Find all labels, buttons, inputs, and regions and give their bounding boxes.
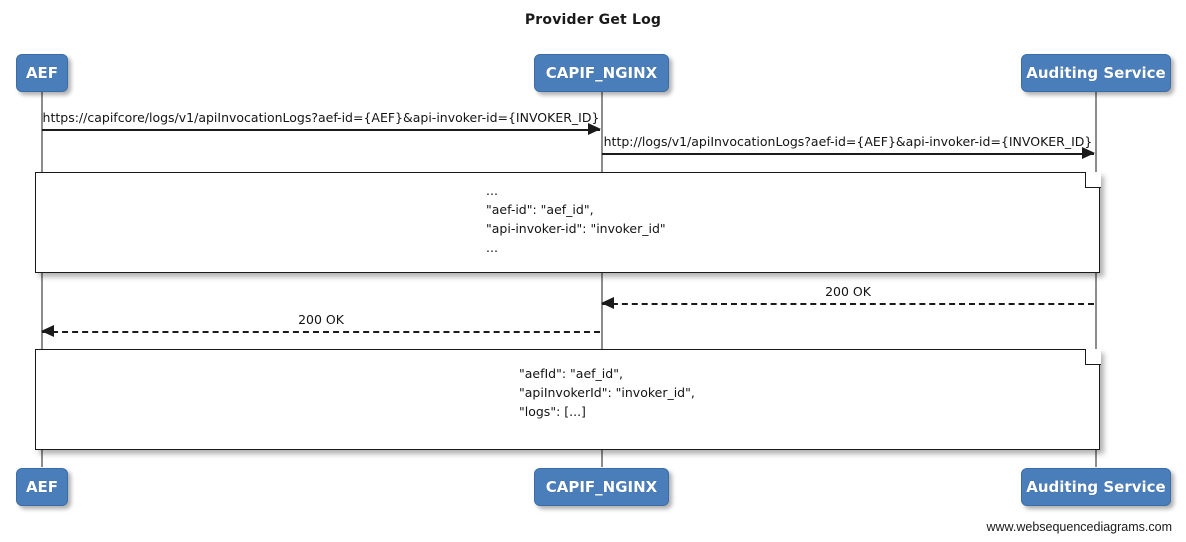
message-1-label: https://capifcore/logs/v1/apiInvocationL… (42, 110, 600, 125)
note-fold-corner-icon (1084, 171, 1101, 188)
message-line (602, 153, 1094, 155)
participant-label: AEF (25, 64, 59, 82)
lifeline-capif-nginx (601, 92, 603, 467)
arrow-head-left-icon (601, 297, 614, 309)
diagram-title: Provider Get Log (524, 12, 662, 28)
participant-aef-top[interactable]: AEF (16, 54, 68, 92)
participant-capif-nginx-bottom[interactable]: CAPIF_NGINX (534, 468, 669, 506)
participant-label: CAPIF_NGINX (545, 64, 658, 82)
lifeline-aef (41, 92, 43, 467)
participant-auditing-service-bottom[interactable]: Auditing Service (1021, 468, 1171, 506)
note-fold-corner-icon (1084, 348, 1101, 365)
arrow-head-right-icon (1082, 147, 1095, 159)
participant-aef-bottom[interactable]: AEF (16, 468, 68, 506)
participant-label: Auditing Service (1026, 478, 1166, 496)
message-line (602, 303, 1094, 305)
message-4-label: 200 OK (298, 312, 344, 327)
note-2-text: "aefId": "aef_id", "apiInvokerId": "invo… (519, 366, 695, 419)
watermark-footer: www.websequencediagrams.com (986, 520, 1172, 534)
arrow-head-right-icon (588, 123, 601, 135)
note-1-text: ... "aef-id": "aef_id", "api-invoker-id"… (486, 183, 666, 255)
participant-label: Auditing Service (1026, 64, 1166, 82)
participant-auditing-service-top[interactable]: Auditing Service (1021, 54, 1171, 92)
participant-capif-nginx-top[interactable]: CAPIF_NGINX (534, 54, 669, 92)
message-2-label: http://logs/v1/apiInvocationLogs?aef-id=… (603, 134, 1093, 149)
participant-label: CAPIF_NGINX (545, 478, 658, 496)
message-line (42, 331, 600, 333)
participant-label: AEF (25, 478, 59, 496)
note-response-payload: "aefId": "aef_id", "apiInvokerId": "invo… (35, 348, 1101, 450)
message-3-label: 200 OK (825, 284, 871, 299)
note-request-payload: ... "aef-id": "aef_id", "api-invoker-id"… (35, 171, 1101, 273)
message-line (42, 129, 600, 131)
lifeline-auditing-service (1095, 92, 1097, 467)
arrow-head-left-icon (41, 325, 54, 337)
